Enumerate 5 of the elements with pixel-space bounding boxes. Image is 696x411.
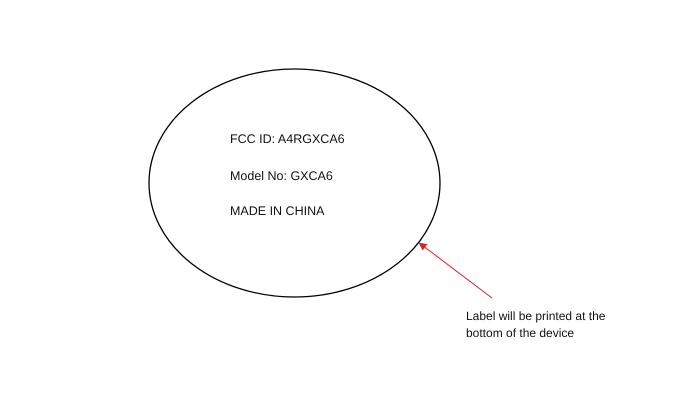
label-text: FCC ID: A4RGXCA6 <box>230 132 345 146</box>
label-text: Model No: GXCA6 <box>230 169 333 183</box>
note-text: Label will be printed at the bottom of the device <box>466 308 636 342</box>
label-text: MADE IN CHINA <box>230 204 324 218</box>
leader-arrow <box>418 242 492 298</box>
